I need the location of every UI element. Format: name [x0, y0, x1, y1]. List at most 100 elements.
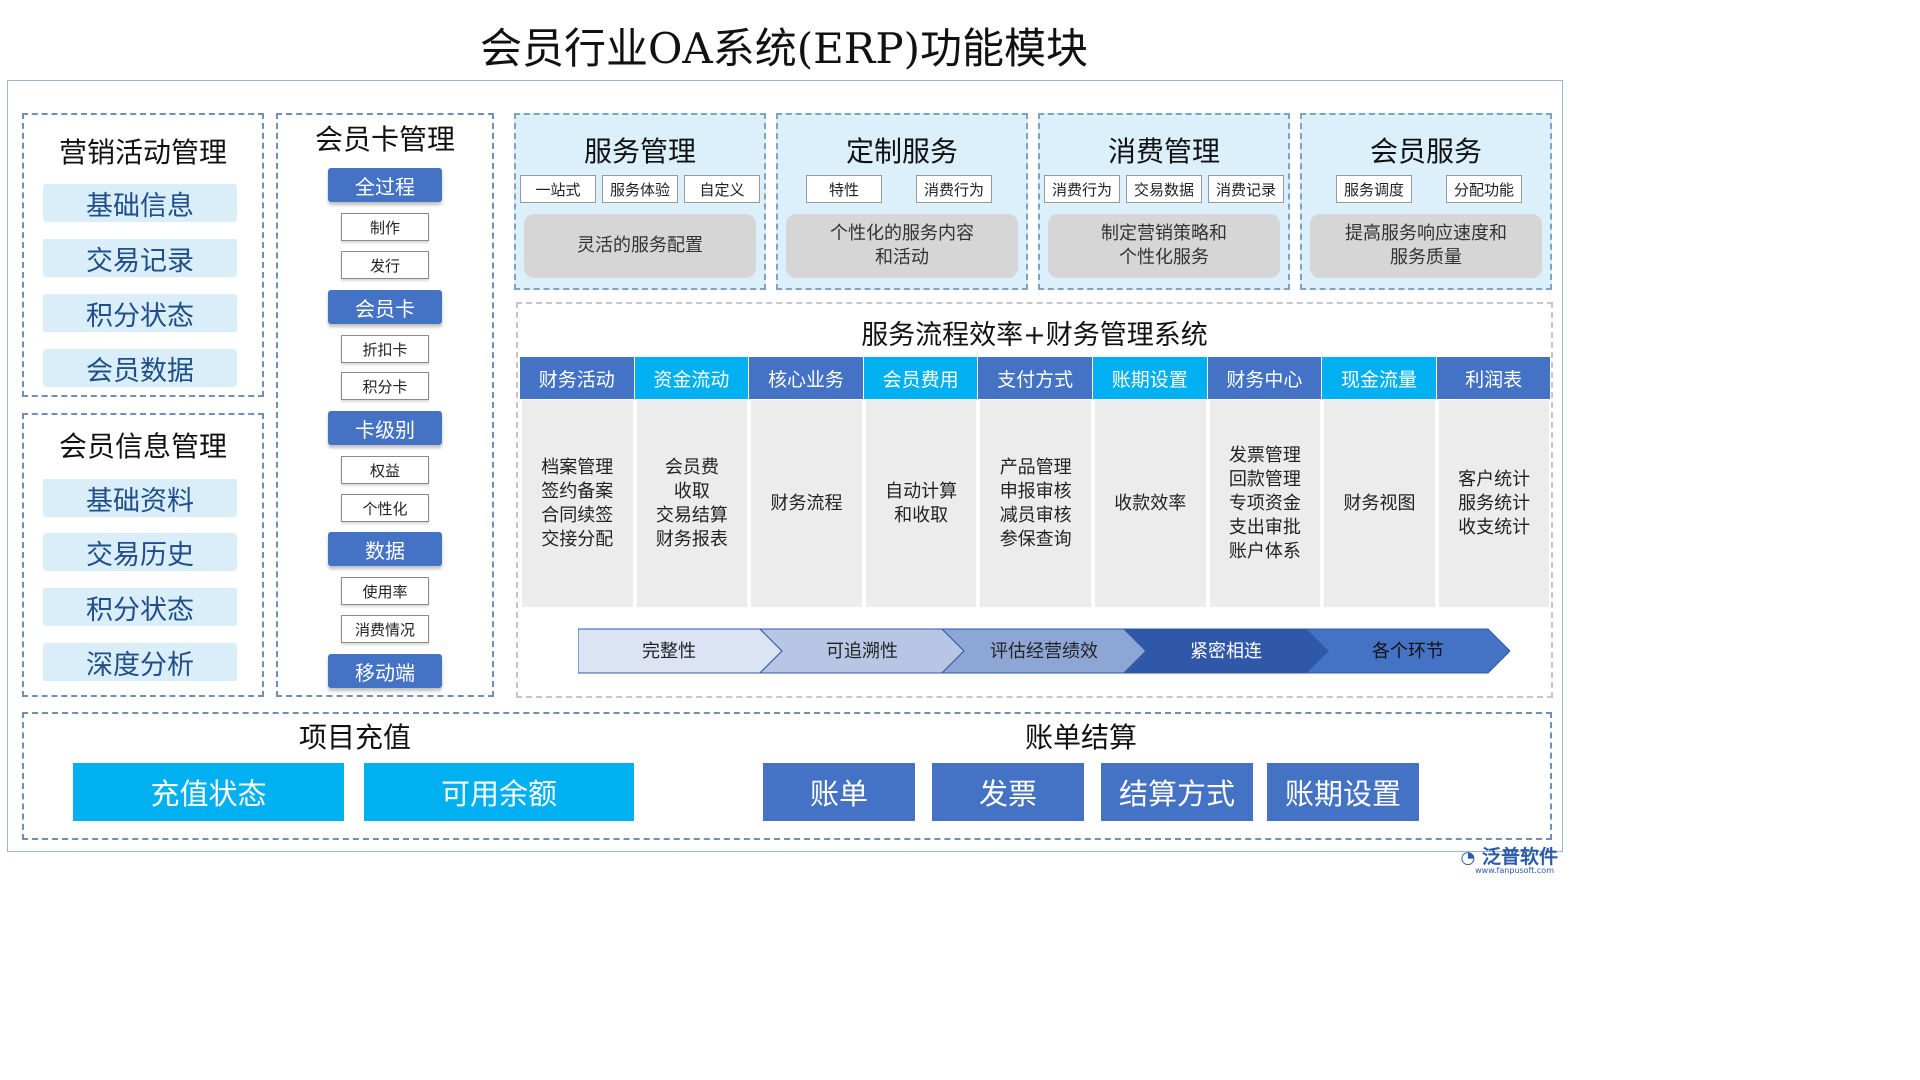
recharge-status-button[interactable]: 充值状态	[73, 763, 344, 821]
card-group-sub[interactable]: 使用率	[341, 577, 429, 605]
flow-column-body: 产品管理申报审核减员审核参保查询	[980, 400, 1091, 607]
invoice-button[interactable]: 发票	[932, 763, 1084, 821]
flow-column-head[interactable]: 核心业务	[749, 357, 863, 399]
member-info-item[interactable]: 深度分析	[43, 643, 237, 681]
billing-period-button[interactable]: 账期设置	[1267, 763, 1419, 821]
flow-column-head[interactable]: 利润表	[1436, 357, 1551, 399]
flow-column-body: 财务流程	[751, 400, 862, 607]
service-desc-line: 和活动	[875, 247, 929, 268]
service-tag[interactable]: 分配功能	[1446, 175, 1522, 203]
member-info-item[interactable]: 基础资料	[43, 479, 237, 517]
card-group-sub[interactable]: 权益	[341, 456, 429, 484]
service-tag[interactable]: 消费行为	[916, 175, 992, 203]
flow-column-head[interactable]: 账期设置	[1093, 357, 1207, 399]
flow-body-line: 回款管理	[1228, 468, 1301, 490]
flow-column-head[interactable]: 会员费用	[863, 357, 978, 399]
service-tag[interactable]: 特性	[806, 175, 882, 203]
card-mgmt-title: 会员卡管理	[314, 123, 455, 156]
marketing-item[interactable]: 基础信息	[43, 184, 237, 222]
member-info-item[interactable]: 积分状态	[43, 588, 237, 626]
flow-body-line: 参保查询	[999, 528, 1072, 550]
flow-arrow-strip: 完整性可追溯性评估经营绩效紧密相连各个环节	[578, 628, 1510, 674]
marketing-item[interactable]: 交易记录	[43, 239, 237, 277]
flow-column-body: 会员费收取交易结算财务报表	[636, 400, 748, 607]
marketing-title: 营销活动管理	[58, 136, 227, 169]
card-group-sub[interactable]: 消费情况	[341, 615, 429, 643]
service-tag[interactable]: 服务体验	[602, 175, 678, 203]
flow-body-line: 合同续签	[541, 504, 614, 526]
flow-body-line: 发票管理	[1228, 444, 1301, 466]
card-group-head[interactable]: 全过程	[328, 168, 442, 202]
flow-body-line: 交接分配	[541, 528, 614, 550]
available-balance-button[interactable]: 可用余额	[364, 763, 634, 821]
flow-column-head[interactable]: 财务活动	[520, 357, 634, 399]
marketing-item[interactable]: 会员数据	[43, 349, 237, 387]
flow-column-head[interactable]: 财务中心	[1207, 357, 1322, 399]
flow-body-line: 专项资金	[1228, 492, 1301, 514]
service-tag[interactable]: 消费记录	[1208, 175, 1284, 203]
flow-body-line: 支出审批	[1228, 516, 1301, 538]
card-group-sub[interactable]: 发行	[341, 251, 429, 279]
settlement-method-button[interactable]: 结算方式	[1101, 763, 1253, 821]
card-group-head[interactable]: 卡级别	[328, 411, 442, 445]
card-group-head[interactable]: 数据	[328, 532, 442, 566]
flow-column-body: 财务视图	[1324, 400, 1435, 607]
brand-logo: ◔ 泛普软件	[1461, 842, 1558, 869]
flow-body-line: 财务视图	[1343, 492, 1416, 514]
logo-icon: ◔	[1460, 848, 1476, 868]
outer-frame	[7, 80, 1563, 852]
member-info-title: 会员信息管理	[58, 430, 227, 463]
service-title: 消费管理	[1107, 135, 1220, 168]
flow-body-line: 自动计算	[885, 480, 958, 502]
flow-body-line: 申报审核	[999, 480, 1072, 502]
card-group-head[interactable]: 移动端	[328, 654, 442, 688]
member-info-item[interactable]: 交易历史	[43, 533, 237, 571]
flow-column-head[interactable]: 现金流量	[1322, 357, 1436, 399]
flow-arrow-segment	[1304, 628, 1510, 674]
service-tag[interactable]: 交易数据	[1126, 175, 1202, 203]
service-tag[interactable]: 服务调度	[1336, 175, 1412, 203]
flow-body-line: 服务统计	[1458, 492, 1531, 514]
flow-body-line: 会员费	[664, 456, 719, 478]
flow-arrow-label: 各个环节	[1372, 641, 1444, 662]
service-desc: 灵活的服务配置	[524, 214, 756, 278]
flow-title: 服务流程效率+财务管理系统	[861, 319, 1208, 351]
card-group-sub[interactable]: 个性化	[341, 494, 429, 522]
marketing-panel	[22, 113, 264, 397]
service-desc: 提高服务响应速度和服务质量	[1310, 214, 1542, 278]
flow-body-line: 签约备案	[541, 480, 614, 502]
flow-body-line: 财务流程	[770, 492, 843, 514]
card-group-sub[interactable]: 折扣卡	[341, 335, 429, 363]
page-title: 会员行业OA系统(ERP)功能模块	[479, 23, 1089, 73]
service-desc-line: 提高服务响应速度和	[1345, 223, 1507, 244]
card-group-sub[interactable]: 积分卡	[341, 372, 429, 400]
service-title: 服务管理	[583, 135, 696, 168]
flow-body-line: 档案管理	[541, 456, 614, 478]
flow-column-body: 客户统计服务统计收支统计	[1438, 400, 1550, 607]
flow-body-line: 收取	[673, 480, 710, 502]
flow-column-head[interactable]: 支付方式	[978, 357, 1092, 399]
flow-body-line: 交易结算	[655, 504, 728, 526]
service-tag[interactable]: 自定义	[684, 175, 760, 203]
flow-body-line: 财务报表	[655, 528, 728, 550]
service-desc-line: 灵活的服务配置	[577, 235, 703, 256]
flow-column-body: 档案管理签约备案合同续签交接分配	[522, 400, 633, 607]
service-desc-line: 个性化的服务内容	[830, 223, 974, 244]
flow-arrow-label: 紧密相连	[1190, 641, 1262, 662]
marketing-item[interactable]: 积分状态	[43, 294, 237, 332]
card-group-sub[interactable]: 制作	[341, 213, 429, 241]
bill-button[interactable]: 账单	[763, 763, 915, 821]
service-tag[interactable]: 消费行为	[1044, 175, 1120, 203]
flow-body-line: 账户体系	[1228, 540, 1301, 562]
logo-url: www.fanpusoft.com	[1475, 866, 1554, 875]
service-desc-line: 个性化服务	[1119, 247, 1209, 268]
service-desc-line: 制定营销策略和	[1101, 223, 1227, 244]
flow-column-head[interactable]: 资金流动	[634, 357, 749, 399]
service-tag[interactable]: 一站式	[520, 175, 596, 203]
flow-body-line: 收支统计	[1458, 516, 1531, 538]
flow-arrow-label: 评估经营绩效	[990, 641, 1098, 662]
logo-name: 泛普软件	[1481, 846, 1558, 868]
card-group-head[interactable]: 会员卡	[328, 290, 442, 324]
flow-arrow-label: 完整性	[642, 641, 696, 662]
service-desc: 制定营销策略和个性化服务	[1048, 214, 1280, 278]
